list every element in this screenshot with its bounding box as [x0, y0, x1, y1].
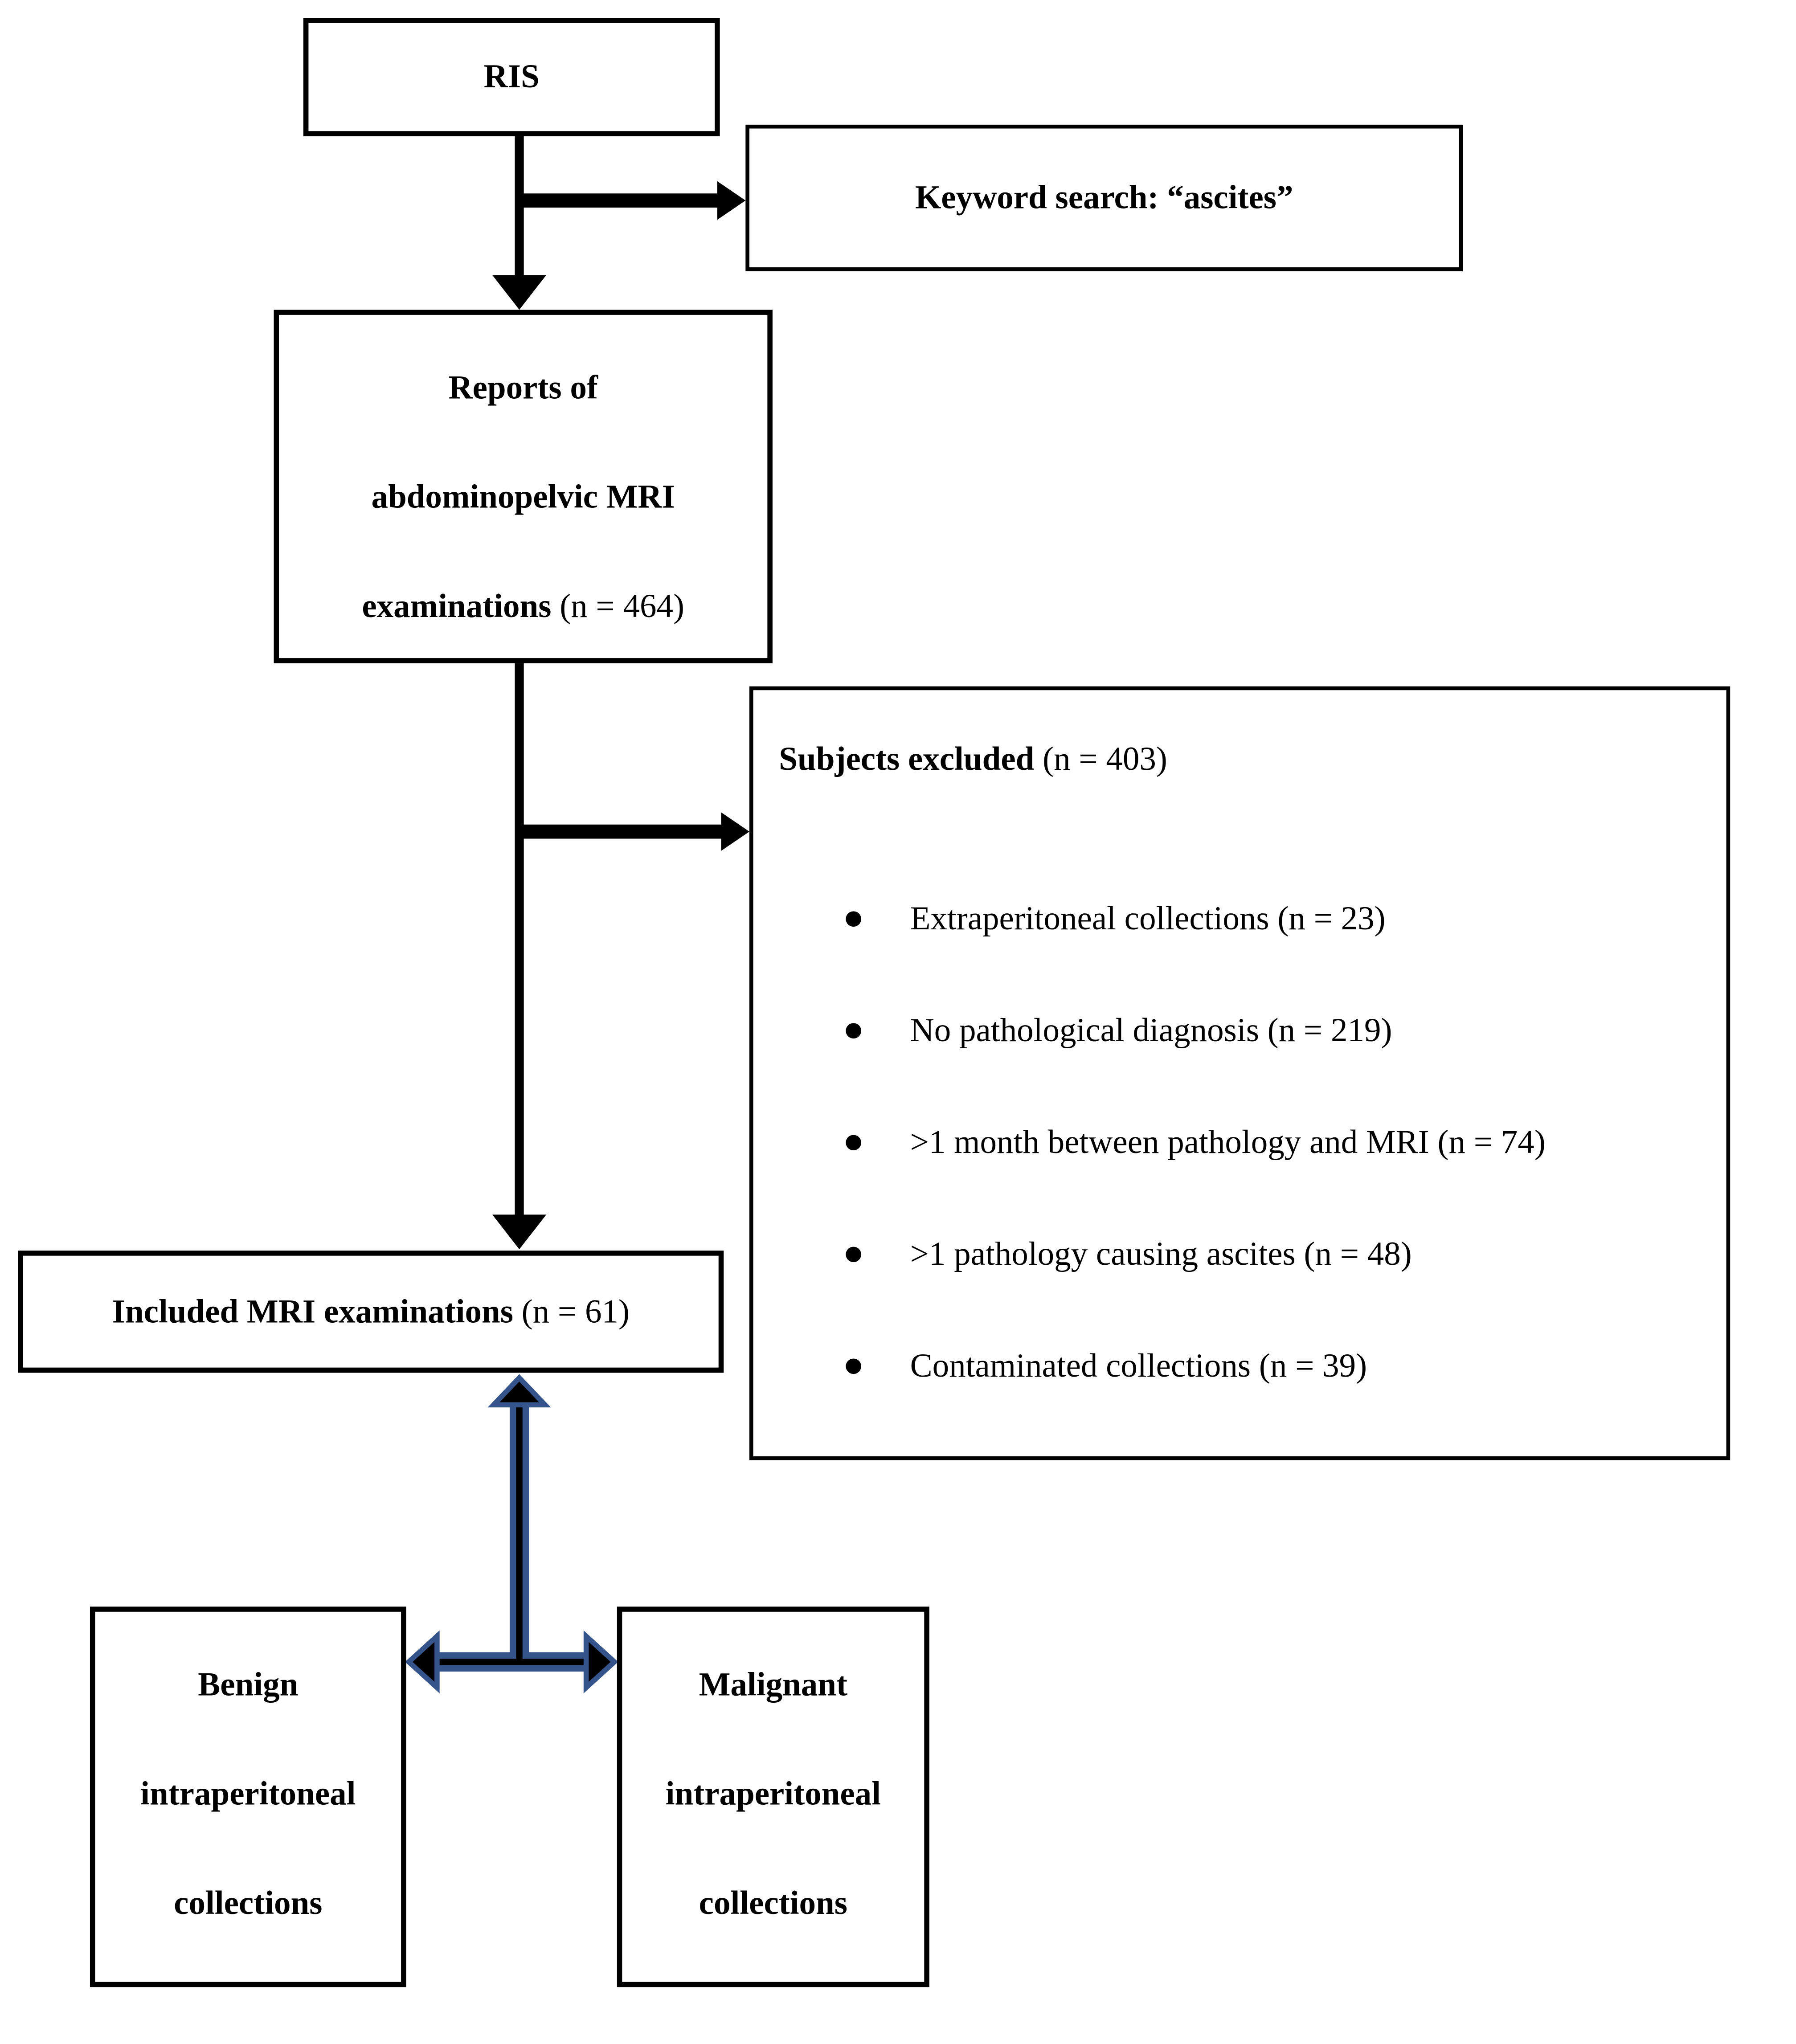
- exclusion-reason: Extraperitoneal collections (n = 23): [910, 899, 1386, 937]
- bullet-icon: [846, 1134, 861, 1150]
- box-malignant-collections: Malignant intraperitoneal collections: [617, 1607, 929, 1987]
- benign-line2: intraperitoneal: [140, 1775, 356, 1812]
- exclusion-reason: >1 pathology causing ascites (n = 48): [910, 1235, 1412, 1272]
- exclusion-reason: No pathological diagnosis (n = 219): [910, 1011, 1392, 1049]
- exclusion-reason: >1 month between pathology and MRI (n = …: [910, 1123, 1546, 1161]
- subjects-excluded-title: Subjects excluded: [779, 740, 1035, 778]
- box-ris: RIS: [303, 18, 720, 136]
- bullet-icon: [846, 1358, 861, 1374]
- bullet-icon: [846, 1022, 861, 1038]
- arrow-reports-to-included: [492, 663, 547, 1250]
- box-reports: Reports of abdominopelvic MRI examinatio…: [274, 310, 773, 663]
- box-keyword-search: Keyword search: “ascites”: [745, 124, 1463, 271]
- box-included-mri: Included MRI examinations (n = 61): [18, 1251, 724, 1373]
- arrow-branch-to-subjects-excluded: [515, 812, 749, 851]
- reports-line2: abdominopelvic MRI: [371, 478, 675, 515]
- exclusion-reason: Contaminated collections (n = 39): [910, 1347, 1367, 1384]
- bullet-icon: [846, 1246, 861, 1262]
- keyword-search-label: Keyword search: “ascites”: [915, 179, 1293, 217]
- malignant-line1: Malignant: [699, 1665, 848, 1703]
- reports-line1: Reports of: [448, 368, 598, 406]
- included-mri-count: (n = 61): [513, 1293, 630, 1330]
- included-mri-title: Included MRI examinations: [112, 1293, 513, 1330]
- list-item: >1 month between pathology and MRI (n = …: [753, 1086, 1726, 1198]
- benign-line3: collections: [174, 1884, 323, 1922]
- arrow-left-icon: [405, 1630, 440, 1694]
- reports-line3: examinations (n = 464): [279, 552, 767, 661]
- box-benign-collections: Benign intraperitoneal collections: [90, 1607, 406, 1987]
- reports-line3-count: (n = 464): [551, 587, 684, 625]
- reports-line3-bold: examinations: [362, 587, 552, 625]
- arrow-right-icon: [583, 1630, 618, 1694]
- subjects-excluded-count: (n = 403): [1034, 740, 1167, 778]
- list-item: No pathological diagnosis (n = 219): [753, 974, 1726, 1086]
- list-item: Contaminated collections (n = 39): [753, 1310, 1726, 1422]
- ris-label: RIS: [483, 58, 540, 96]
- arrow-right-icon: [721, 812, 749, 851]
- subjects-excluded-header: Subjects excluded (n = 403): [779, 739, 1167, 779]
- list-item: Extraperitoneal collections (n = 23): [753, 863, 1726, 974]
- arrow-down-icon: [492, 275, 547, 310]
- malignant-line2: intraperitoneal: [665, 1775, 881, 1812]
- included-mri-label: Included MRI examinations (n = 61): [112, 1292, 630, 1332]
- arrow-down-icon: [492, 1214, 547, 1250]
- exclusion-bullet-list: Extraperitoneal collections (n = 23) No …: [753, 863, 1726, 1422]
- bullet-icon: [846, 911, 861, 926]
- arrow-up-icon: [487, 1374, 551, 1408]
- arrow-included-to-collections: [405, 1374, 618, 1694]
- arrow-branch-to-keyword-search: [515, 181, 746, 220]
- arrow-right-icon: [717, 181, 746, 220]
- arrow-ris-to-reports: [492, 136, 547, 310]
- box-subjects-excluded: Subjects excluded (n = 403) Extraperiton…: [749, 686, 1731, 1460]
- benign-line1: Benign: [198, 1665, 299, 1703]
- list-item: >1 pathology causing ascites (n = 48): [753, 1198, 1726, 1310]
- malignant-line3: collections: [699, 1884, 847, 1922]
